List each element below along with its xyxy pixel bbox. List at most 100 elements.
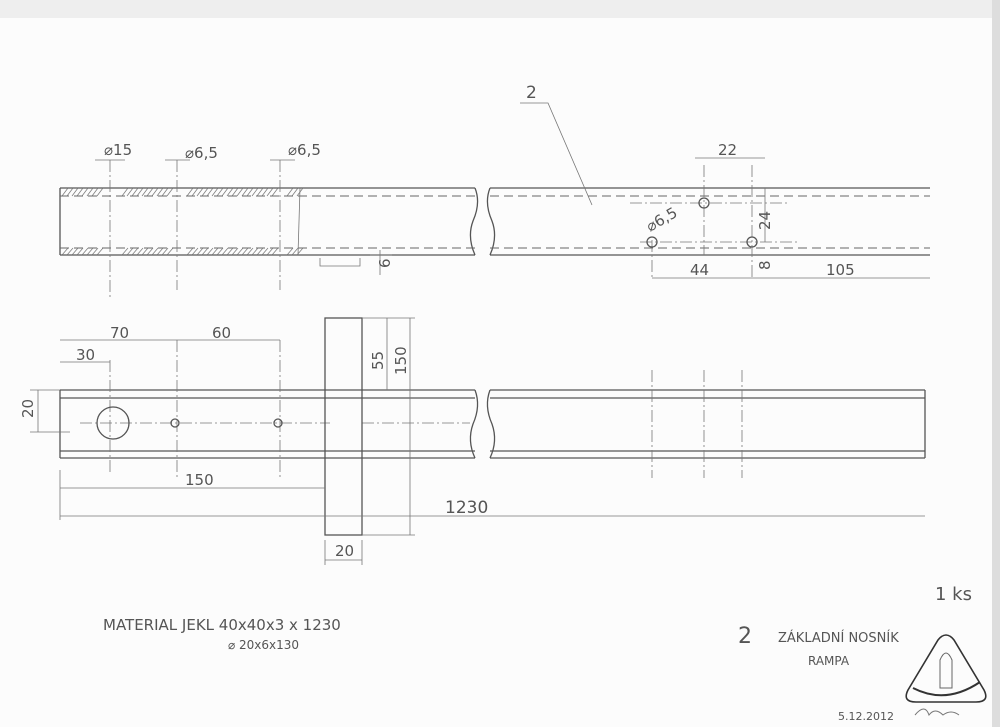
hatch-line [206,247,214,256]
hatch-line [61,247,69,256]
top-view-beam [59,160,930,300]
hatch-line [271,187,279,197]
hatch-line [211,187,219,197]
hatch-line [261,187,269,197]
hatch-line [271,247,279,256]
dim-30: 30 [76,346,95,364]
hatch-line [131,247,139,256]
hatch-line [191,187,199,197]
hatch-line [286,247,294,256]
hatch-line [211,247,219,256]
hatch-line [191,247,199,256]
hatch-line [156,247,164,256]
hatch-line [241,187,249,197]
drawing-date: 5.12.2012 [838,710,894,723]
hatch-line [261,247,269,256]
hatch-line [126,187,134,197]
hatch-line [131,187,139,197]
dim-1230: 1230 [445,498,488,518]
hatch-line [231,247,239,256]
hatch-line [96,187,104,197]
section-hatching [61,187,304,256]
dim-8: 8 [756,260,774,270]
dim-20-plate: 20 [335,542,354,560]
hatch-line [86,187,94,197]
part-callout-number: 2 [526,83,537,103]
part-callout-leader [520,102,593,206]
hatch-line [136,187,144,197]
dim-44: 44 [690,261,709,279]
hatch-line [291,187,299,197]
top-view-dimensions: ⌀15 ⌀6,5 ⌀6,5 ⌀6,5 22 24 44 8 105 6 [95,141,930,279]
hatch-line [226,247,234,256]
hatch-line [226,187,234,197]
hatch-line [146,187,154,197]
hatch-line [141,247,149,256]
hatch-line [251,247,259,256]
hatch-line [286,187,294,197]
hatch-line [71,187,79,197]
quantity: 1 ks [935,584,972,605]
hatch-line [186,247,194,256]
dim-150: 150 [185,471,214,489]
diameter-6-5-label: ⌀6,5 [643,203,680,235]
hatch-line [216,247,224,256]
hatch-line [266,247,274,256]
diameter-6-5-label: ⌀6,5 [185,144,218,162]
plate-material-note: ⌀ 20x6x130 [228,638,299,652]
hatch-line [121,187,129,197]
hatch-line [146,247,154,256]
hole-15 [96,406,130,440]
hatch-line [161,187,169,197]
hatch-line [291,247,299,256]
hatch-line [81,247,89,256]
dim-20-height: 20 [19,399,37,418]
hatch-line [136,247,144,256]
dim-22: 22 [718,141,737,159]
hatch-line [66,187,74,197]
hatch-line [256,247,264,256]
hatch-line [81,187,89,197]
hatch-line [201,247,209,256]
diameter-15-label: ⌀15 [104,141,132,159]
hatch-line [246,187,254,197]
hatch-line [206,187,214,197]
hatch-line [61,187,69,197]
hatch-line [201,187,209,197]
hole-6-5 [273,418,283,428]
hatch-line [151,247,159,256]
dim-60: 60 [212,324,231,342]
hatch-line [86,247,94,256]
diameter-6-5-label: ⌀6,5 [288,141,321,159]
hatch-line [161,247,169,256]
scan-top-edge [0,0,1000,18]
hatch-line [121,247,129,256]
bottom-view-dimensions: 70 60 30 20 55 150 150 1230 20 [19,317,925,565]
hatch-line [221,247,229,256]
dim-6: 6 [376,258,394,268]
hatch-line [266,187,274,197]
hatch-line [186,187,194,197]
hatch-line [236,187,244,197]
hatch-line [221,187,229,197]
hatch-line [231,187,239,197]
hatch-line [216,187,224,197]
hatch-line [141,187,149,197]
stamp-logo [905,634,987,703]
hatch-line [76,247,84,256]
hatch-line [151,187,159,197]
hatch-line [196,187,204,197]
base-plate [324,317,363,536]
hatch-line [296,247,304,256]
hole-6-5 [170,418,180,428]
part-number: 2 [738,624,752,649]
hatch-line [76,187,84,197]
dim-70: 70 [110,324,129,342]
hatch-line [256,187,264,197]
scan-right-edge [992,0,1000,727]
signature [914,708,960,717]
hatch-line [246,247,254,256]
part-subname: RAMPA [808,654,850,668]
